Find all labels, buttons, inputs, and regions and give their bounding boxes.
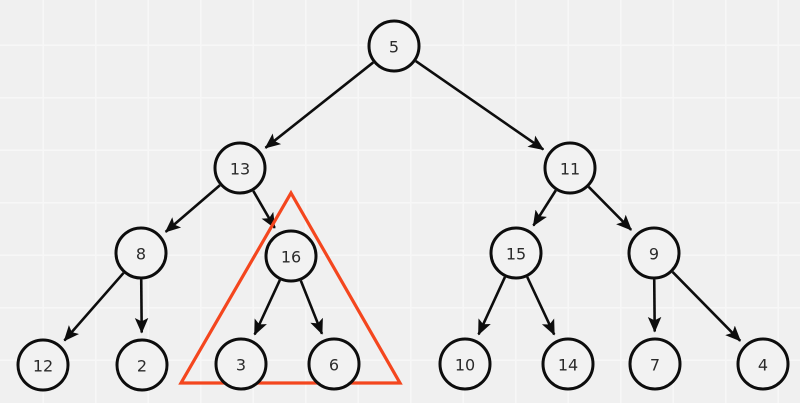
node-circle-2[interactable]	[115, 338, 169, 392]
tree-node-15[interactable]: 15	[489, 226, 543, 280]
node-label-9: 9	[649, 245, 659, 264]
tree-node-16[interactable]: 16	[264, 229, 318, 283]
node-label-13: 13	[230, 160, 250, 179]
node-circle-4[interactable]	[736, 337, 790, 391]
node-circle-12[interactable]	[16, 338, 70, 392]
tree-edge-8-to-12	[63, 272, 125, 342]
tree-edge-11-to-9	[587, 185, 633, 231]
node-label-7: 7	[650, 356, 660, 375]
node-circle-9[interactable]	[627, 226, 681, 280]
node-circle-10[interactable]	[438, 337, 492, 391]
node-label-6: 6	[329, 356, 339, 375]
highlight-layer	[178, 189, 403, 385]
node-circle-6[interactable]	[307, 337, 361, 391]
node-layer: 5 13 11 8 16 15 9 12 2 3 6 10 14 7 4	[16, 19, 790, 392]
tree-node-6[interactable]: 6	[307, 337, 361, 391]
tree-node-13[interactable]: 13	[213, 141, 267, 195]
tree-node-8[interactable]: 8	[114, 226, 168, 280]
node-label-4: 4	[758, 356, 768, 375]
node-circle-7[interactable]	[628, 337, 682, 391]
tree-edge-16-to-3	[253, 279, 282, 336]
tree-node-5[interactable]: 5	[367, 19, 421, 73]
node-label-5: 5	[389, 38, 399, 57]
tree-edge-15-to-10	[477, 276, 507, 336]
node-circle-13[interactable]	[213, 141, 267, 195]
node-circle-8[interactable]	[114, 226, 168, 280]
node-label-15: 15	[506, 245, 526, 264]
node-circle-16[interactable]	[264, 229, 318, 283]
node-label-14: 14	[558, 356, 578, 375]
edge-layer	[63, 60, 742, 342]
node-circle-3[interactable]	[214, 337, 268, 391]
tree-edge-11-to-15	[532, 189, 557, 227]
subtree-highlight-triangle	[178, 189, 403, 385]
tree-node-7[interactable]: 7	[628, 337, 682, 391]
tree-node-2[interactable]: 2	[115, 338, 169, 392]
tree-edge-5-to-13	[264, 61, 375, 149]
tree-node-12[interactable]: 12	[16, 338, 70, 392]
tree-edge-16-to-6	[299, 280, 324, 335]
tree-node-3[interactable]: 3	[214, 337, 268, 391]
node-label-16: 16	[281, 248, 301, 267]
node-label-10: 10	[455, 356, 475, 375]
tree-edge-13-to-16	[252, 190, 276, 229]
node-label-2: 2	[137, 357, 147, 376]
node-label-11: 11	[560, 160, 580, 179]
tree-edge-13-to-8	[164, 184, 221, 233]
tree-node-9[interactable]: 9	[627, 226, 681, 280]
tree-node-4[interactable]: 4	[736, 337, 790, 391]
tree-node-11[interactable]: 11	[543, 141, 597, 195]
tree-edge-9-to-4	[671, 270, 742, 342]
tree-node-14[interactable]: 14	[541, 337, 595, 391]
tree-edge-15-to-14	[526, 276, 556, 336]
node-circle-11[interactable]	[543, 141, 597, 195]
node-label-3: 3	[236, 356, 246, 375]
node-circle-14[interactable]	[541, 337, 595, 391]
node-label-12: 12	[33, 357, 53, 376]
node-circle-15[interactable]	[489, 226, 543, 280]
tree-edge-5-to-11	[415, 60, 545, 151]
tree-node-10[interactable]: 10	[438, 337, 492, 391]
node-label-8: 8	[136, 245, 146, 264]
node-circle-5[interactable]	[367, 19, 421, 73]
